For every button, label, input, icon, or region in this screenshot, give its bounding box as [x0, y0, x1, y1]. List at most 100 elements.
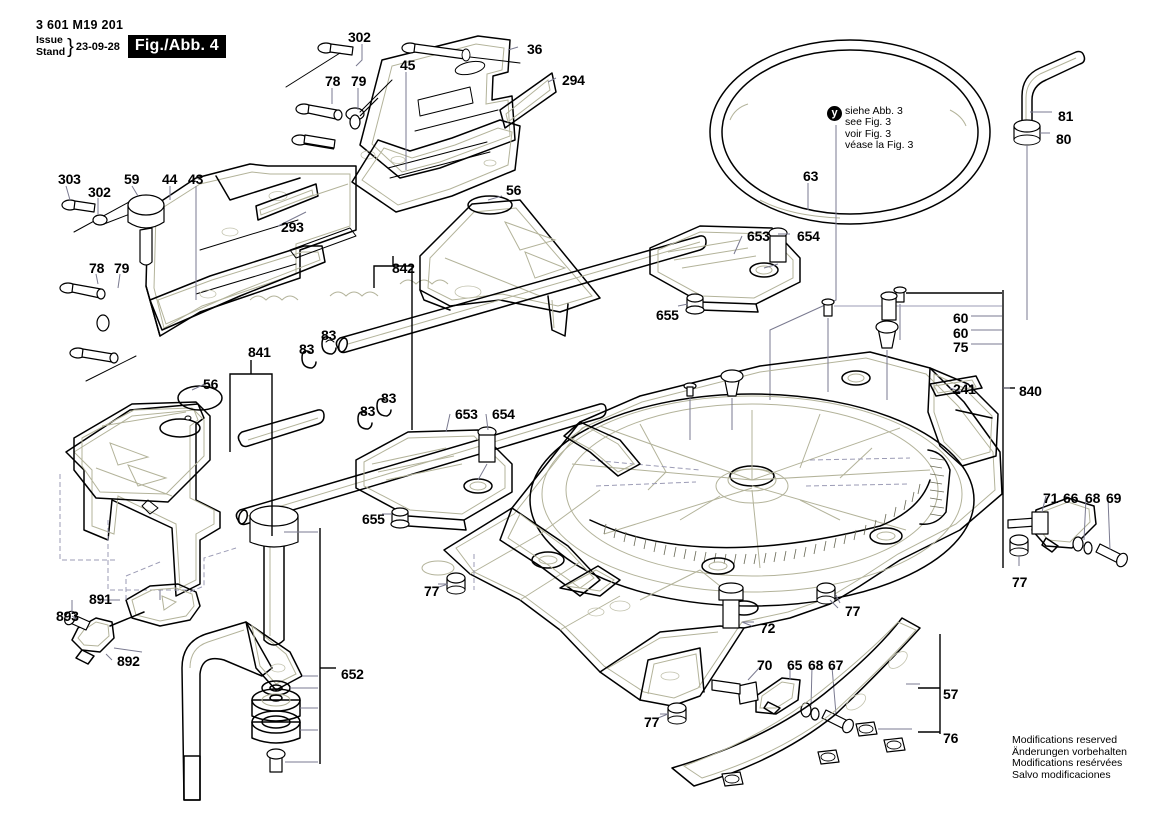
part-number: 3 601 M19 201 [36, 18, 124, 32]
callout-302: 302 [348, 29, 371, 45]
callout-57: 57 [943, 686, 959, 702]
knob-70 [711, 666, 761, 705]
left-fence-rail [145, 163, 357, 337]
stand-label: Stand [36, 45, 66, 58]
key-holder-80 [1013, 119, 1050, 320]
callout-241: 241 [953, 381, 976, 397]
callout-83: 83 [321, 327, 337, 343]
callout-44: 44 [162, 171, 178, 187]
callout-77: 77 [644, 714, 660, 730]
handle-652 [181, 505, 318, 801]
nut-77-left [438, 572, 466, 595]
callout-75: 75 [953, 339, 969, 355]
bevel-lock-bottom [438, 572, 855, 734]
callout-83: 83 [381, 390, 397, 406]
modifications-note: Modifications reserved Änderungen vorbeh… [1012, 734, 1127, 781]
slide-shoe-upper [649, 225, 801, 315]
nut-76-a [855, 721, 912, 737]
nut-77-bottom-left [660, 702, 687, 725]
see-figure-legend: y siehe Abb. 3 see Fig. 3 voir Fig. 3 vé… [827, 105, 913, 152]
callout-303: 303 [58, 171, 81, 187]
footer-line-en: Modifications reserved [1012, 734, 1118, 746]
allen-key-81 [1021, 50, 1086, 125]
callout-72: 72 [760, 620, 776, 636]
callout-65: 65 [787, 657, 803, 673]
pin-71 [1007, 495, 1049, 535]
screw-60-b [821, 298, 1002, 392]
callout-655: 655 [656, 307, 679, 323]
screw-303 [61, 195, 141, 233]
callout-83: 83 [360, 403, 376, 419]
callout-78: 78 [325, 73, 341, 89]
y-marker-icon: y [827, 106, 842, 121]
legend-line-de: siehe Abb. 3 [845, 105, 903, 117]
screw-69 [1095, 497, 1129, 568]
nut-76-d [721, 771, 744, 787]
callout-893: 893 [56, 608, 79, 624]
fence-notch-rail [249, 183, 449, 301]
callout-63: 63 [803, 168, 819, 184]
callout-79: 79 [351, 73, 367, 89]
callout-77: 77 [424, 583, 440, 599]
callout-653: 653 [747, 228, 770, 244]
callout-293: 293 [281, 219, 304, 235]
callout-655: 655 [362, 511, 385, 527]
legend-line-fr: voir Fig. 3 [845, 127, 892, 140]
legend-text-block: siehe Abb. 3 see Fig. 3 voir Fig. 3 véas… [845, 105, 913, 152]
nut-77-right [1009, 534, 1029, 566]
callout-654: 654 [492, 406, 515, 422]
legend-line-en: see Fig. 3 [845, 116, 892, 129]
callout-77: 77 [845, 603, 861, 619]
issue-date: 23-09-28 [75, 40, 120, 53]
group-brackets [229, 256, 1015, 764]
callout-840: 840 [1019, 383, 1042, 399]
callout-653: 653 [455, 406, 478, 422]
left-fasteners [59, 194, 165, 382]
issue-label: Issue [36, 34, 63, 46]
callout-842: 842 [392, 260, 415, 276]
bolt-72 [718, 582, 754, 629]
callout-36: 36 [527, 41, 543, 57]
callout-60: 60 [953, 310, 969, 326]
screw-67 [821, 666, 855, 734]
callout-652: 652 [341, 666, 364, 682]
screw-652-bottom [266, 748, 318, 773]
callout-841: 841 [248, 344, 271, 360]
bevel-arc-57 [671, 617, 921, 787]
upper-fence-assembly [351, 35, 557, 213]
nut-77-center [816, 582, 841, 605]
callout-81: 81 [1058, 108, 1074, 124]
callout-80: 80 [1056, 131, 1072, 147]
brace-glyph: } [67, 35, 74, 58]
bevel-lock-right [1007, 495, 1129, 568]
screw-45 [401, 42, 521, 64]
knob-59 [127, 194, 165, 266]
callout-654: 654 [797, 228, 820, 244]
callout-76: 76 [943, 730, 959, 746]
callout-67: 67 [828, 657, 844, 673]
callout-56: 56 [203, 376, 219, 392]
screw-60-group [720, 369, 744, 430]
callout-68: 68 [1085, 490, 1101, 506]
screw-78-left [59, 282, 110, 332]
title-block: 3 601 M19 201 Issue Stand } 23-09-28 Fig… [36, 18, 286, 58]
callout-43: 43 [188, 171, 204, 187]
screw-79-top [291, 134, 336, 150]
screw-78-top [295, 103, 361, 130]
callout-83: 83 [299, 341, 315, 357]
washer-68-right [1072, 497, 1093, 555]
guide-rods [235, 235, 707, 526]
screw-75 [875, 320, 899, 400]
footer-line-es: Salvo modificaciones [1012, 768, 1111, 781]
table-extension-lower [59, 385, 223, 597]
callout-891: 891 [89, 591, 112, 607]
callout-71: 71 [1043, 490, 1059, 506]
callout-60: 60 [953, 325, 969, 341]
callout-78: 78 [89, 260, 105, 276]
washer-60-small [683, 382, 697, 440]
callout-66: 66 [1063, 490, 1079, 506]
callout-892: 892 [117, 653, 140, 669]
nut-76-c [817, 749, 840, 765]
